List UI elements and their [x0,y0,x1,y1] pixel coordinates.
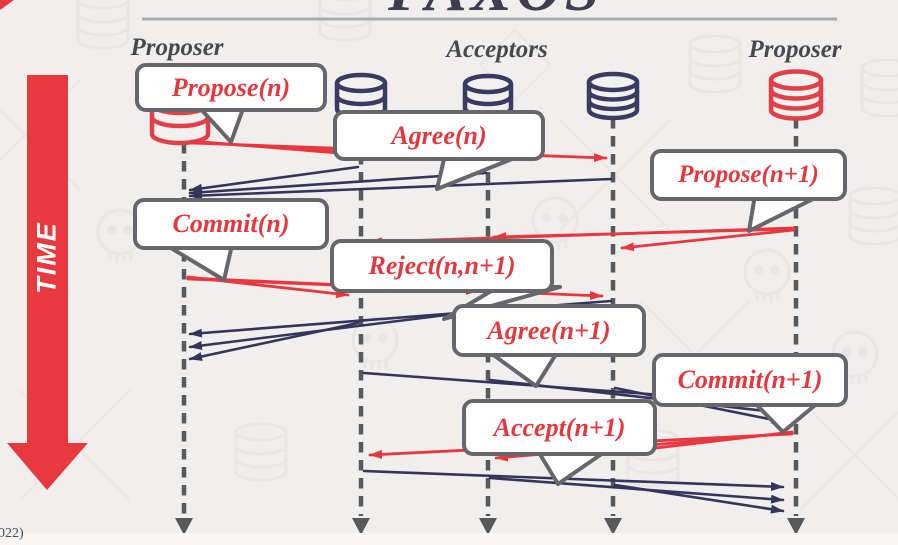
database-icon-acceptor-3 [586,71,640,121]
database-icon-proposer-2 [768,69,824,121]
citation-fragment: 022) [0,526,24,541]
database-icon-acceptor-2 [462,73,514,119]
header-proposer-left: Proposer [130,34,224,61]
corner-red-sliver [0,0,14,10]
bubble-propose-n: Propose(n) [135,63,327,112]
commit-n-bubble-tail [164,243,234,282]
slide-title-clipped: PAXOS [388,0,603,21]
accept-n1-arrows [362,469,785,514]
bubble-propose-n1: Propose(n+1) [650,149,847,201]
bottom-edge-band [0,533,898,545]
agree-n-arrows [188,165,613,201]
header-proposer-right: Proposer [748,36,842,63]
header-acceptors: Acceptors [446,36,548,63]
time-arrow [7,75,88,490]
lifeline-end-arrowheads [175,518,805,535]
bubble-tails [164,104,823,486]
bubble-agree-n1: Agree(n+1) [452,304,646,357]
time-axis-label: TIME [31,221,62,294]
bubble-reject-n-n1: Reject(n,n+1) [330,239,554,293]
bubble-agree-n: Agree(n) [333,110,545,161]
bubble-commit-n1: Commit(n+1) [652,353,848,407]
bubble-accept-n1: Accept(n+1) [462,399,657,456]
bubble-commit-n: Commit(n) [133,198,329,250]
